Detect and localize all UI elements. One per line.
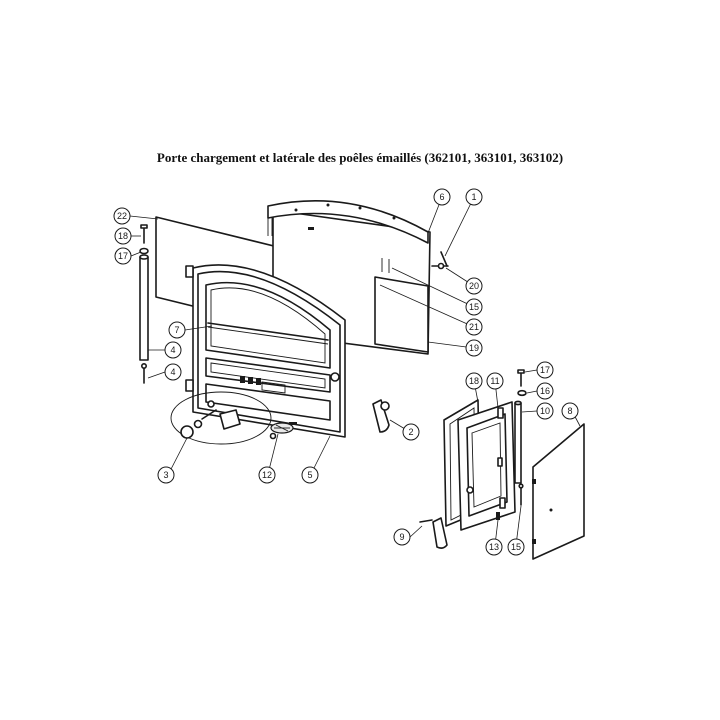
svg-text:22: 22 — [117, 211, 127, 221]
callout-22: 22 — [113, 207, 131, 225]
part-4-hinge-rod — [139, 254, 149, 384]
svg-text:15: 15 — [469, 302, 479, 312]
callout-15-bottom: 15 — [507, 538, 525, 556]
svg-text:12: 12 — [262, 470, 272, 480]
callout-9: 9 — [393, 528, 411, 546]
svg-text:3: 3 — [163, 470, 168, 480]
part-11-side-door-frame — [457, 401, 516, 531]
part-16-pin-right — [517, 389, 527, 397]
svg-text:4: 4 — [170, 345, 175, 355]
part-9-side-handle — [419, 517, 448, 549]
callout-15-top: 15 — [465, 298, 483, 316]
part-8-side-panel — [532, 423, 585, 560]
svg-text:18: 18 — [469, 376, 479, 386]
callout-18-left: 18 — [114, 227, 132, 245]
callout-17-left: 17 — [114, 247, 132, 265]
callout-10: 10 — [536, 402, 554, 420]
svg-text:7: 7 — [174, 325, 179, 335]
part-1-clip — [431, 251, 449, 270]
svg-text:11: 11 — [490, 376, 499, 386]
svg-text:17: 17 — [540, 365, 550, 375]
callout-1: 1 — [465, 188, 483, 206]
part-10-side-hinge-rod — [514, 400, 524, 506]
svg-text:16: 16 — [540, 386, 550, 396]
svg-text:1: 1 — [471, 192, 476, 202]
detail-circle — [170, 391, 272, 445]
callout-20: 20 — [465, 277, 483, 295]
callout-4-rod: 4 — [164, 341, 182, 359]
part-17-washer-right — [517, 369, 525, 387]
svg-text:6: 6 — [439, 192, 444, 202]
callout-12: 12 — [258, 466, 276, 484]
part-17-washer-left — [139, 247, 149, 255]
callout-4-pin: 4 — [164, 363, 182, 381]
svg-text:21: 21 — [469, 322, 479, 332]
part-2-door-handle — [372, 399, 390, 433]
callout-13: 13 — [485, 538, 503, 556]
part-13-latch — [496, 512, 500, 520]
callout-21: 21 — [465, 318, 483, 336]
callout-11: 11 — [486, 372, 504, 390]
callout-17-right: 17 — [536, 361, 554, 379]
svg-text:18: 18 — [118, 231, 128, 241]
svg-text:19: 19 — [469, 343, 479, 353]
part-12-damper-knob — [269, 422, 294, 440]
svg-text:13: 13 — [489, 542, 499, 552]
diagram-title: Porte chargement et latérale des poêles … — [156, 150, 564, 165]
part-5-door-frame — [185, 264, 346, 438]
callout-2: 2 — [402, 423, 420, 441]
callout-7: 7 — [168, 321, 186, 339]
part-6-top-bar — [267, 199, 429, 244]
svg-text:9: 9 — [399, 532, 404, 542]
callout-3: 3 — [157, 466, 175, 484]
svg-text:17: 17 — [118, 251, 128, 261]
callout-18-right: 18 — [465, 372, 483, 390]
svg-text:2: 2 — [408, 427, 413, 437]
svg-text:10: 10 — [540, 406, 550, 416]
callout-16: 16 — [536, 382, 554, 400]
svg-text:15: 15 — [511, 542, 521, 552]
callout-8: 8 — [561, 402, 579, 420]
part-18-screw-left — [140, 224, 148, 244]
svg-text:8: 8 — [567, 406, 572, 416]
svg-text:20: 20 — [469, 281, 479, 291]
svg-text:4: 4 — [170, 367, 175, 377]
callout-5: 5 — [301, 466, 319, 484]
svg-text:5: 5 — [307, 470, 312, 480]
callout-19: 19 — [465, 339, 483, 357]
callout-6: 6 — [433, 188, 451, 206]
